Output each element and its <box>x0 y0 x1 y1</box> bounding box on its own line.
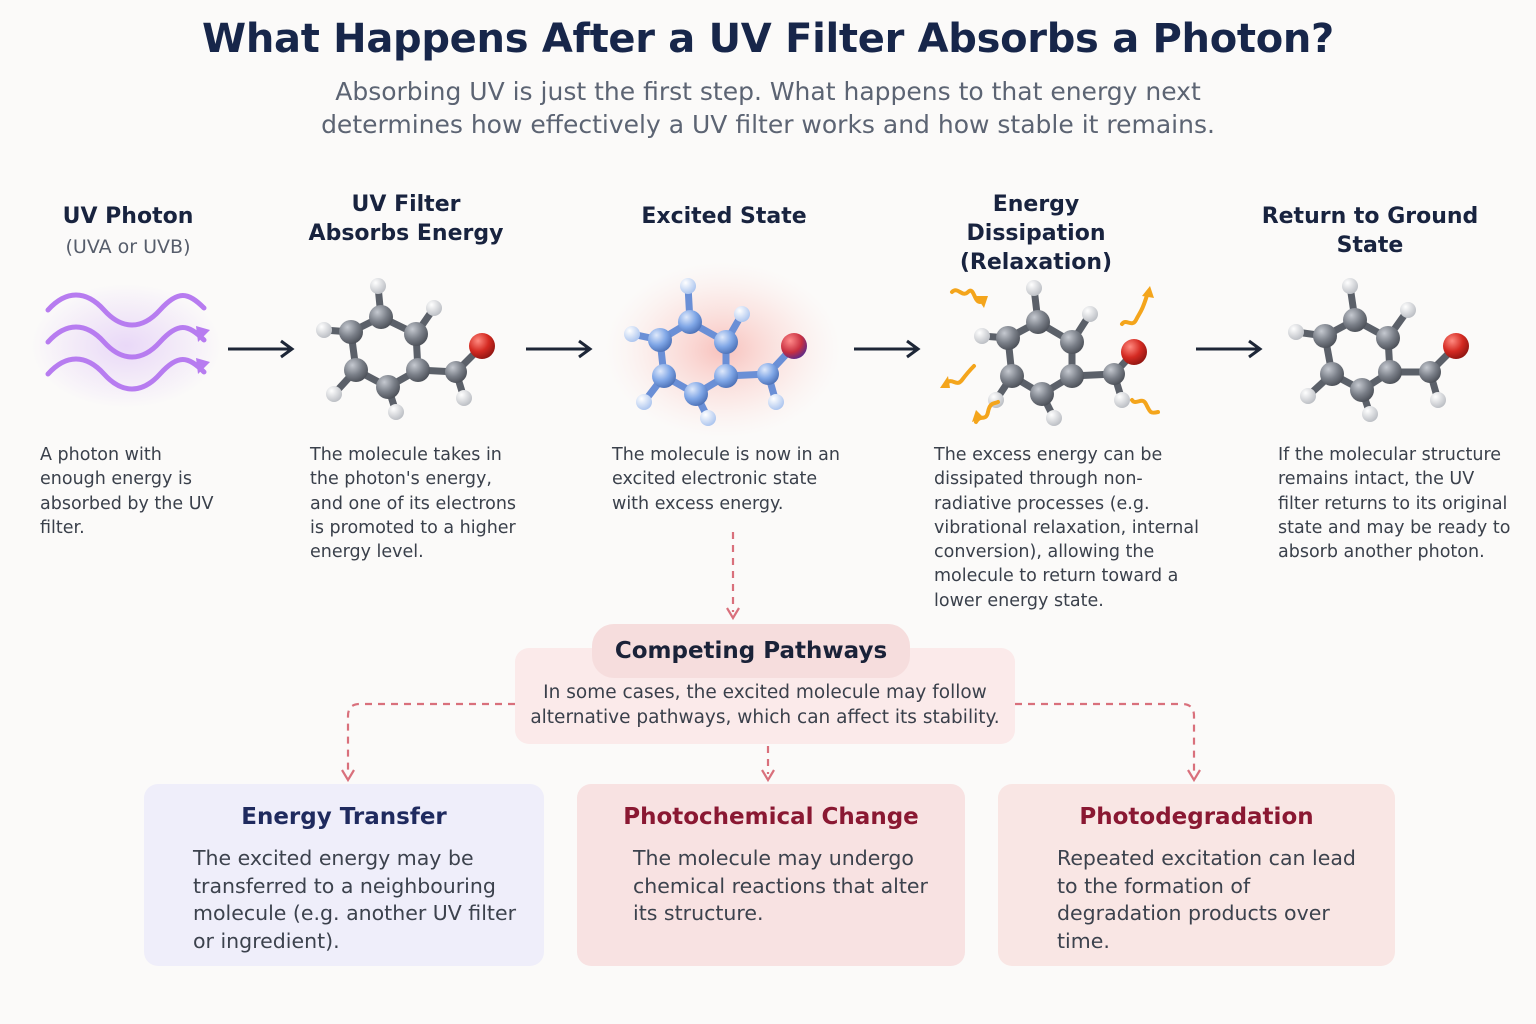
stage-description: The molecule takes in the photon's energ… <box>310 445 517 563</box>
pathway-card-photodegradation <box>998 784 1395 966</box>
stage-uv-photon: UV Photon (UVA or UVB) <box>28 202 228 262</box>
arrow-4 <box>1196 339 1263 359</box>
pathway-card-energy-transfer <box>144 784 544 966</box>
arrow-1 <box>228 339 295 359</box>
excited-molecule-icon <box>605 262 841 438</box>
pathway-title: Photochemical Change <box>623 804 919 830</box>
stage-description: If the molecular structure remains intac… <box>1278 445 1511 563</box>
arrow-3 <box>854 339 921 359</box>
uv-wave-icon <box>31 284 221 408</box>
stage-description: The excess energy can be dissipated thro… <box>934 445 1199 611</box>
stage-excited-state: Excited State <box>641 204 807 229</box>
pathway-title: Energy Transfer <box>241 804 447 830</box>
competing-pathways-description: In some cases, the excited molecule may … <box>530 682 1000 728</box>
molecule-icon <box>316 278 495 420</box>
pathway-description: The molecule may undergo chemical reacti… <box>633 846 928 925</box>
stage-ground-state: Return to Ground State <box>1261 204 1479 258</box>
relaxing-molecule-icon <box>940 280 1160 426</box>
stage-description: A photon with enough energy is absorbed … <box>40 445 214 538</box>
stage-title: UV Photon <box>62 204 194 229</box>
page-title: What Happens After a UV Filter Absorbs a… <box>202 16 1334 62</box>
ground-state-molecule-icon <box>1288 278 1469 422</box>
pathway-description: The excited energy may be transferred to… <box>193 846 516 953</box>
page-subtitle: Absorbing UV is just the first step. Wha… <box>321 77 1215 139</box>
pathway-card-photochemical-change <box>577 784 965 966</box>
stage-description: The molecule is now in an excited electr… <box>612 445 840 514</box>
stage-absorbs-energy: UV Filter Absorbs Energy <box>308 192 504 246</box>
arrow-2 <box>526 339 593 359</box>
stage-energy-dissipation: Energy Dissipation (Relaxation) <box>959 192 1113 275</box>
competing-pathways-title: Competing Pathways <box>592 624 910 678</box>
pathway-description: Repeated excitation can lead to the form… <box>1057 846 1356 953</box>
stage-subtitle: (UVA or UVB) <box>65 236 191 258</box>
pathway-title: Photodegradation <box>1079 804 1314 830</box>
